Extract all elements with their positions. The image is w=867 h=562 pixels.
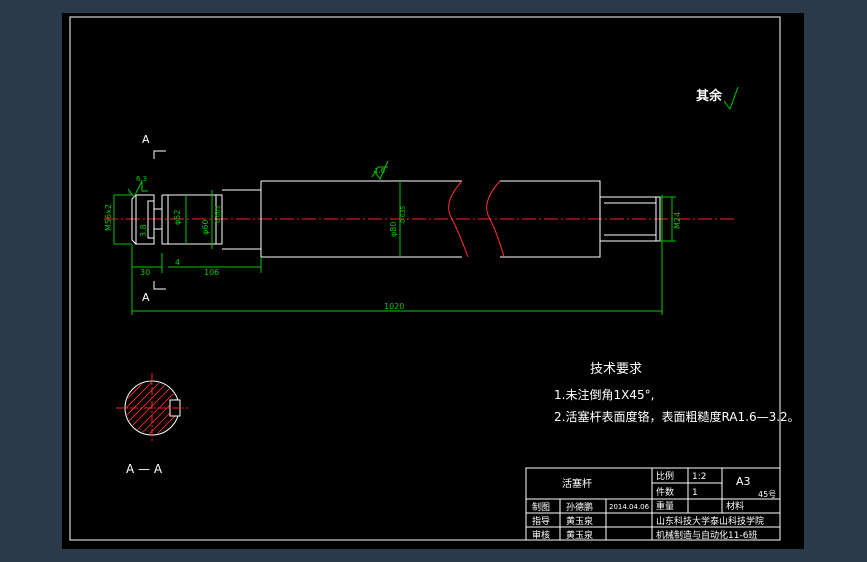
tb-drawn-label: 制图 <box>532 501 550 513</box>
section-mark-bottom: A <box>142 291 150 304</box>
tb-count-label: 件数 <box>656 486 674 498</box>
break-lines <box>448 180 505 258</box>
dim-4: 4 <box>175 258 180 267</box>
tb-sheet-size: A3 <box>736 475 751 488</box>
dim-groove: 3.8 <box>139 224 148 237</box>
tb-drawn-name: 孙德鹏 <box>566 501 593 513</box>
title-block-frame <box>525 467 781 541</box>
dim-30: 30 <box>140 268 150 277</box>
section-cut-marks <box>153 150 166 290</box>
tb-count-value: 1 <box>692 488 698 498</box>
tb-class: 机械制造与自动化11-6班 <box>656 529 757 541</box>
drawing-canvas[interactable]: M56x2 φ52 φ60 -0.003 φ80 -0.035 3.8 M24 … <box>62 13 804 549</box>
dim-d80-tol: -0.035 <box>400 205 407 225</box>
tb-school: 山东科技大学泰山科技学院 <box>656 515 764 527</box>
tb-date: 2014.04.06 <box>609 503 650 511</box>
dimension-lines <box>113 166 676 315</box>
dim-d60: φ60 <box>201 220 210 235</box>
tb-guide-name: 黄玉泉 <box>566 515 593 527</box>
tech-requirements: 技术要求 1.未注倒角1X45°, 2.活塞杆表面度铬，表面粗糙度RA1.6—3… <box>554 362 800 424</box>
dim-d52: φ52 <box>173 210 182 225</box>
title-block-text: 活塞杆 比例 1:2 A3 件数 1 45号 重量 材料 制图 孙德鹏 2014… <box>532 470 776 541</box>
section-labels: A A A — A <box>126 133 163 476</box>
tb-scale-value: 1:2 <box>692 472 706 482</box>
tb-review-label: 审核 <box>532 529 550 541</box>
roughness-other-label: 其余 <box>696 88 723 104</box>
dim-106: 106 <box>204 268 219 277</box>
dim-d80: φ80 <box>389 222 398 237</box>
tb-review-name: 黄玉泉 <box>566 529 593 541</box>
drawing-sheet: M56x2 φ52 φ60 -0.003 φ80 -0.035 3.8 M24 … <box>62 13 804 549</box>
tb-weight-label: 重量 <box>656 500 674 512</box>
tech-line-1: 1.未注倒角1X45°, <box>554 387 654 402</box>
dim-d60-tol: -0.003 <box>215 205 222 225</box>
dim-1020: 1020 <box>384 302 404 311</box>
dim-m24: M24 <box>673 212 682 229</box>
tb-material-label: 材料 <box>726 500 744 512</box>
dim-thread: M56x2 <box>104 204 113 231</box>
roughness-symbols <box>127 86 739 198</box>
rough-6-3: 6.3 <box>136 175 147 183</box>
tech-line-2: 2.活塞杆表面度铬，表面粗糙度RA1.6—3.2。 <box>554 409 800 424</box>
rough-1-6: 1.6 <box>374 167 386 175</box>
section-view-title: A — A <box>126 462 163 476</box>
tb-scale-label: 比例 <box>656 470 674 482</box>
tb-part-name: 活塞杆 <box>562 477 592 490</box>
tb-material: 45号 <box>758 490 776 499</box>
section-view-aa <box>116 373 188 443</box>
section-mark-top: A <box>142 133 150 146</box>
inner-border <box>69 16 781 541</box>
tb-guide-label: 指导 <box>532 515 550 527</box>
tech-title: 技术要求 <box>590 362 642 377</box>
dimension-labels: M56x2 φ52 φ60 -0.003 φ80 -0.035 3.8 M24 … <box>104 167 682 311</box>
